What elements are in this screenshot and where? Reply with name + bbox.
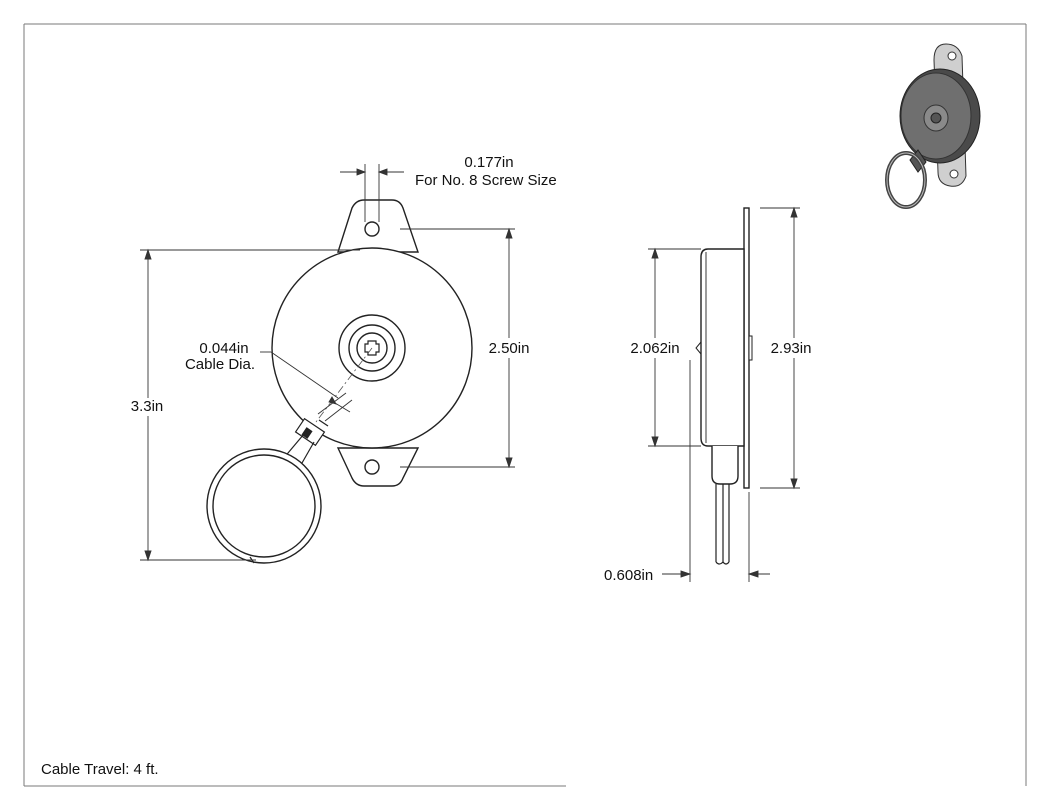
- side-view: [695, 207, 753, 565]
- front-dimensions: [140, 164, 515, 562]
- side-cable-clip: [711, 446, 739, 485]
- side-body-height-label: 2.062in: [630, 340, 680, 357]
- side-reel-body: [700, 248, 745, 447]
- sheet-border: [23, 23, 1027, 787]
- isometric-view: [885, 43, 981, 209]
- cable-diameter-note-label: Cable Dia.: [184, 356, 256, 373]
- screw-note-label: For No. 8 Screw Size: [415, 172, 557, 189]
- bottom-screw-hole: [364, 459, 380, 475]
- side-mounting-plate: [743, 207, 750, 489]
- top-screw-hole: [364, 221, 380, 237]
- side-depth-label: 0.608in: [604, 567, 654, 584]
- side-dimensions: [648, 206, 800, 582]
- key-ring-outer: [206, 448, 322, 564]
- front-view: [206, 199, 473, 564]
- key-ring-inner: [212, 454, 316, 558]
- screw-hole-dimension-label: 0.177in: [464, 154, 514, 171]
- body-diameter-label: 2.50in: [488, 340, 530, 357]
- cable-travel-label: Cable Travel: 4 ft.: [41, 761, 159, 778]
- cable-diameter-label: 0.044in: [199, 340, 249, 357]
- side-overall-height-label: 2.93in: [770, 340, 812, 357]
- overall-height-label: 3.3in: [130, 398, 164, 415]
